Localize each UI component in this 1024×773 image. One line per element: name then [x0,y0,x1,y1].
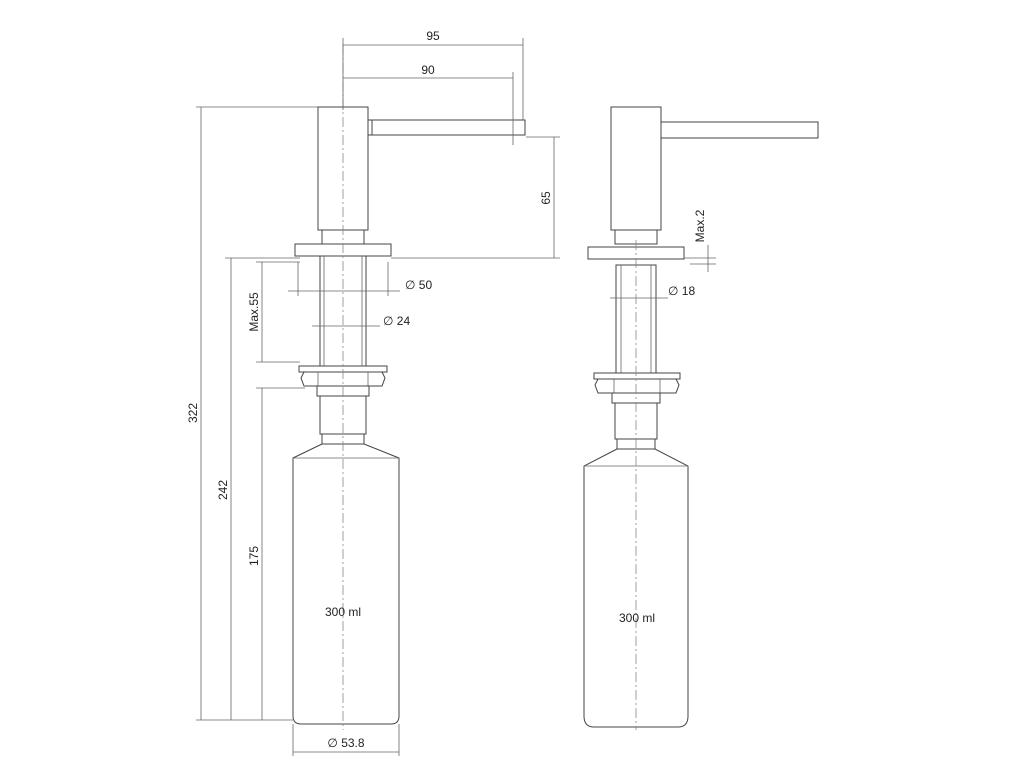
dim-side-shank-diameter: ∅ 18 [668,284,695,298]
dim-width-95: 95 [426,29,440,43]
dim-flange-diameter: ∅ 50 [405,278,432,292]
dim-max-thickness: Max.55 [247,292,261,332]
front-spout [367,119,526,136]
front-bottle [292,443,400,725]
side-washer [593,372,681,380]
front-bottle-label: 300 ml [325,605,361,619]
front-view: 300 ml 95 90 65 322 242 175 Max.55 [186,29,560,756]
dim-height-175: 175 [247,546,261,566]
dim-spout-height: 65 [539,191,553,205]
dim-width-90: 90 [421,63,435,77]
front-nut [300,371,386,387]
side-bottle-label: 300 ml [619,611,655,625]
dim-height-242: 242 [216,480,230,500]
dim-shank-diameter: ∅ 24 [383,314,410,328]
side-spout [660,121,819,139]
dim-total-height: 322 [186,403,200,423]
side-pump-head [610,106,662,231]
dim-max-gap: Max.2 [693,209,707,242]
dim-bottle-diameter: ∅ 53.8 [327,736,364,750]
side-nut [594,378,680,394]
side-view: 300 ml Max.2 ∅ 18 [583,106,819,730]
